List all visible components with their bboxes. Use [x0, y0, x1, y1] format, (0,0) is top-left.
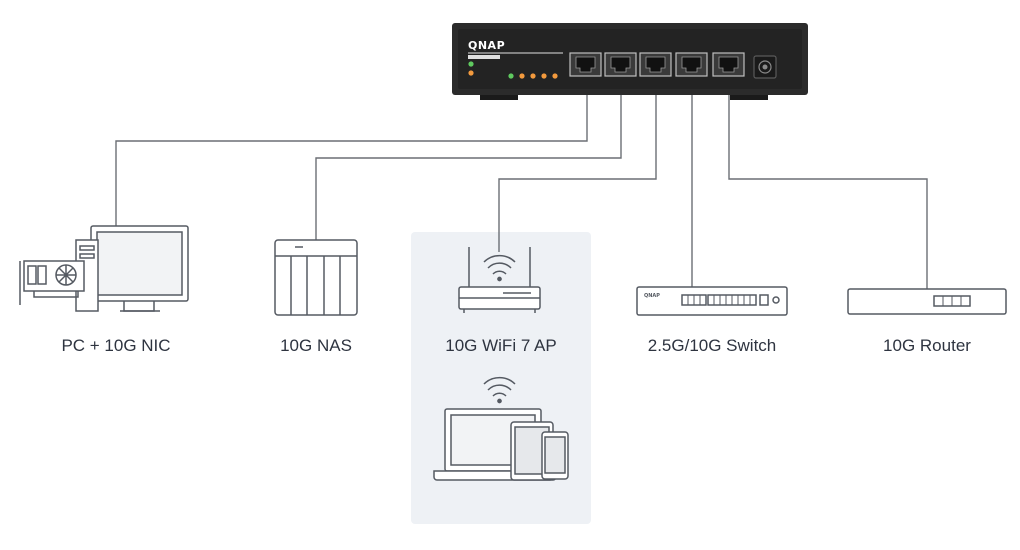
- label-router: 10G Router: [883, 336, 971, 355]
- pc-icon: [19, 225, 189, 312]
- nas-icon: [274, 239, 358, 316]
- port-led: [541, 73, 547, 79]
- phone-icon: [541, 431, 569, 480]
- main-switch: QNAP: [452, 23, 808, 100]
- status-led: [468, 61, 474, 67]
- label-switch: 2.5G/10G Switch: [647, 336, 777, 355]
- status-led: [468, 70, 474, 76]
- rj45-port: [569, 52, 602, 77]
- port-led: [530, 73, 536, 79]
- cable-pc: [115, 76, 588, 226]
- wifi-signal-icon: [483, 376, 516, 404]
- rj45-port: [675, 52, 708, 77]
- rj45-port: [712, 52, 745, 77]
- rj45-port: [604, 52, 637, 77]
- wifi-ap-icon: [458, 247, 541, 313]
- port-led: [552, 73, 558, 79]
- rj45-port: [639, 52, 672, 77]
- wifi-signal-icon: [483, 254, 516, 282]
- switch-25g-brand: QNAP: [644, 293, 660, 299]
- router-icon: [847, 288, 1007, 315]
- switch-25g-icon: QNAP: [636, 286, 788, 316]
- cable-nas: [315, 76, 622, 240]
- port-led: [519, 73, 525, 79]
- cable-ap: [498, 76, 657, 252]
- label-pc: PC + 10G NIC: [61, 336, 171, 355]
- cable-router: [728, 76, 928, 289]
- port-led: [508, 73, 514, 79]
- wifi-clients-icon: [433, 376, 569, 481]
- switch-brand-logo: QNAP: [468, 39, 505, 52]
- cables: [115, 76, 928, 289]
- label-wifi-ap: 10G WiFi 7 AP: [445, 336, 557, 355]
- rj45-ports: [569, 52, 745, 77]
- label-nas: 10G NAS: [280, 336, 352, 355]
